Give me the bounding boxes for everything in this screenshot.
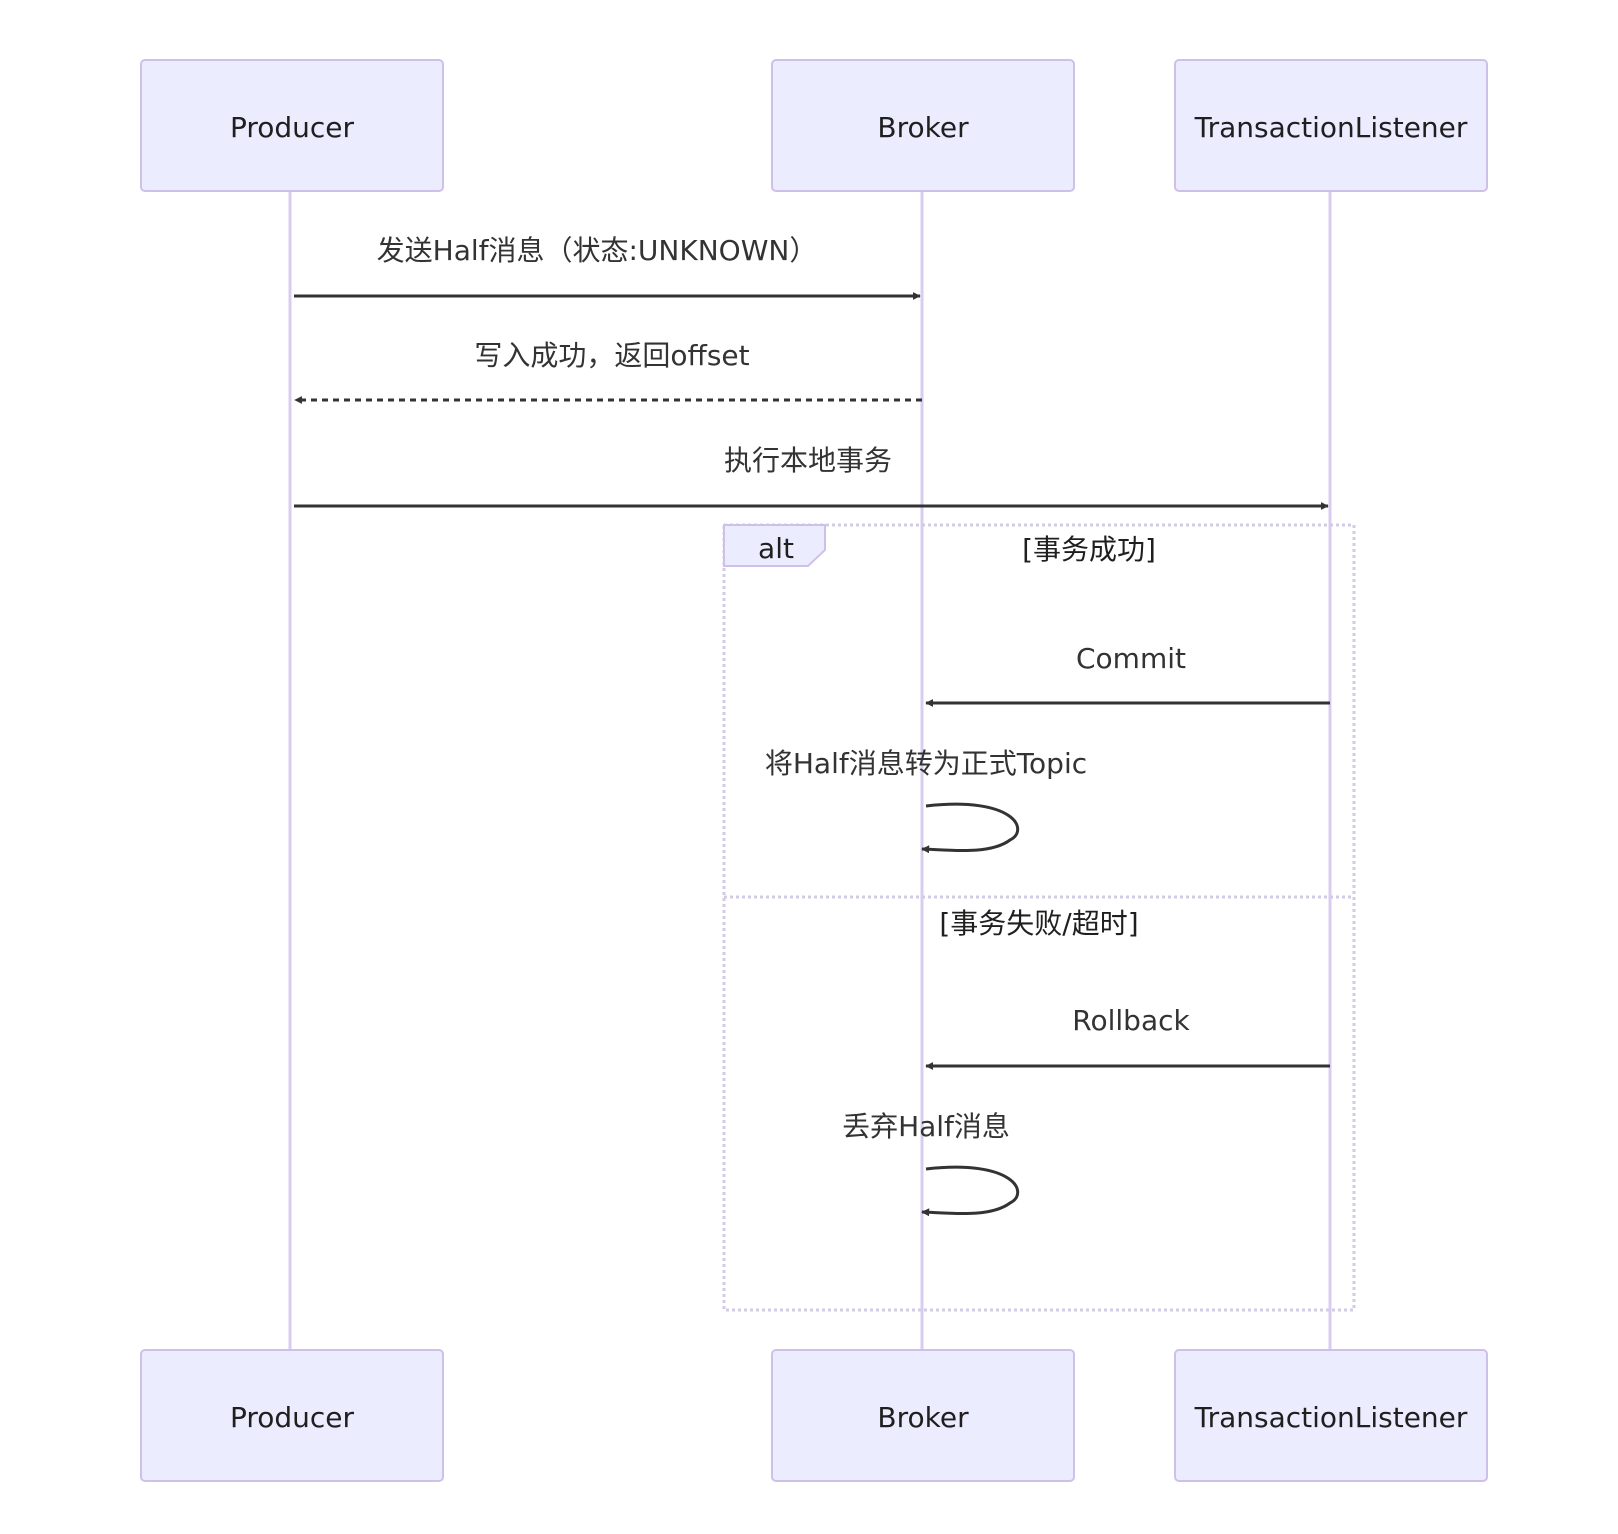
alt-condition-failure: [事务失败/超时] [939,907,1138,940]
message-convert-topic-label: 将Half消息转为正式Topic [765,747,1087,780]
actor-producer-top-label: Producer [230,111,355,144]
actor-broker-top[interactable]: Broker [771,59,1075,192]
message-write-success-label: 写入成功，返回offset [474,339,749,372]
message-send-half-label: 发送Half消息（状态:UNKNOWN） [377,234,818,267]
actor-broker-top-label: Broker [877,111,969,144]
message-discard-half-label: 丢弃Half消息 [842,1110,1010,1143]
message-convert-topic-arrow [921,802,1020,854]
actor-producer-bottom[interactable]: Producer [140,1349,444,1482]
actor-producer-bottom-label: Producer [230,1401,355,1434]
alt-frame [722,523,1356,1312]
message-discard-half-arrow [921,1165,1020,1217]
actor-producer-top[interactable]: Producer [140,59,444,192]
alt-condition-success: [事务成功] [1022,533,1156,566]
message-commit-label: Commit [1076,642,1186,675]
actor-listener-bottom[interactable]: TransactionListener [1174,1349,1488,1482]
actor-broker-bottom-label: Broker [877,1401,969,1434]
message-rollback-label: Rollback [1072,1004,1190,1037]
actor-listener-top[interactable]: TransactionListener [1174,59,1488,192]
actor-listener-top-label: TransactionListener [1194,111,1468,144]
actor-listener-bottom-label: TransactionListener [1194,1401,1468,1434]
actor-broker-bottom[interactable]: Broker [771,1349,1075,1482]
alt-label: alt [758,532,794,565]
alt-label-box [723,524,826,567]
message-execute-local-tx-label: 执行本地事务 [724,444,892,477]
